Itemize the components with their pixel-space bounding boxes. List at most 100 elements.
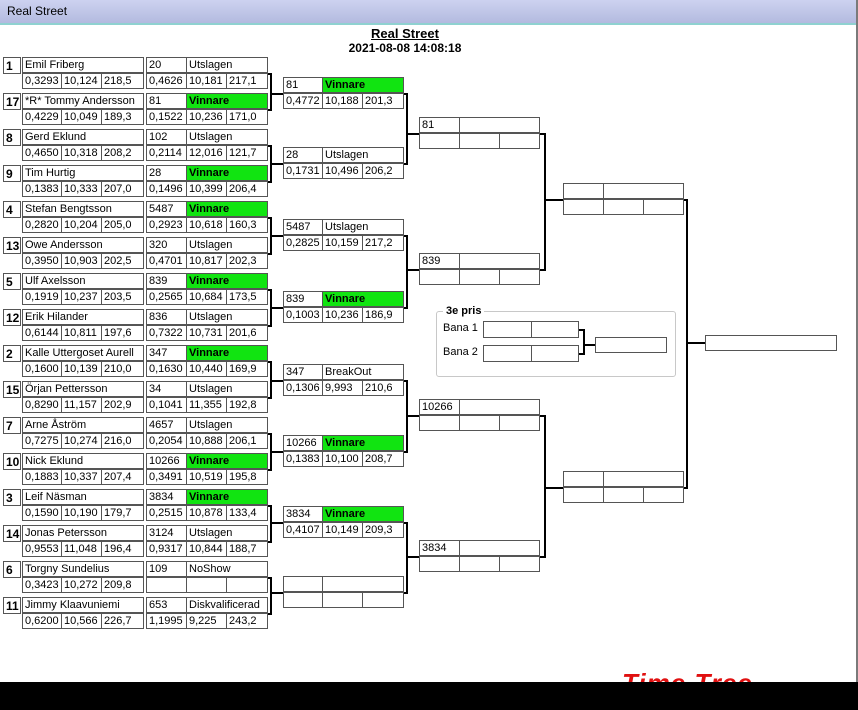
reaction-time: 0,4701 — [146, 253, 187, 269]
driver-name: Kalle Uttergoset Aurell — [22, 345, 144, 361]
brand-logo-text: Time Tree — [622, 668, 753, 682]
speed: 207,0 — [101, 181, 144, 197]
speed: 192,8 — [226, 397, 268, 413]
reaction-time: 0,2565 — [146, 289, 187, 305]
bracket-connector — [544, 415, 546, 558]
speed: 188,7 — [226, 541, 268, 557]
elapsed-time: 9,993 — [322, 380, 363, 396]
bracket-connector — [540, 133, 546, 135]
third-place-winner-slot — [595, 337, 667, 353]
speed: 202,9 — [101, 397, 144, 413]
winner-badge: Vinnare — [322, 77, 404, 93]
reaction-time: 0,2114 — [146, 145, 187, 161]
bracket-connector — [583, 344, 595, 346]
reaction-time: 0,1041 — [146, 397, 187, 413]
result-status: Utslagen — [186, 129, 268, 145]
elapsed-time: 10,888 — [186, 433, 227, 449]
seed-number: 13 — [3, 237, 21, 254]
bracket-connector — [406, 269, 420, 271]
speed: 209,3 — [362, 522, 404, 538]
driver-name: Ulf Axelsson — [22, 273, 144, 289]
driver-name: Arne Åström — [22, 417, 144, 433]
reaction-time: 0,3491 — [146, 469, 187, 485]
car-number: 5487 — [146, 201, 187, 217]
seed-number: 8 — [3, 129, 21, 146]
car-number: 28 — [283, 147, 324, 163]
elapsed-time: 12,016 — [186, 145, 227, 161]
elapsed-time: 10,817 — [186, 253, 227, 269]
reaction-time — [419, 556, 460, 572]
elapsed-time: 10,618 — [186, 217, 227, 233]
seed-number: 3 — [3, 489, 21, 506]
speed — [499, 415, 540, 431]
bracket-connector — [270, 380, 284, 382]
reaction-time: 0,9553 — [22, 541, 62, 557]
winner-badge: Vinnare — [322, 435, 404, 451]
elapsed-time: 10,204 — [61, 217, 102, 233]
car-number: 5487 — [283, 219, 324, 235]
elapsed-time: 10,139 — [61, 361, 102, 377]
car-number — [563, 471, 604, 487]
seed-number: 2 — [3, 345, 21, 362]
bracket-connector — [544, 487, 564, 489]
elapsed-time: 10,811 — [61, 325, 102, 341]
speed: 218,5 — [101, 73, 144, 89]
elapsed-time — [603, 199, 644, 215]
speed: 226,7 — [101, 613, 144, 629]
speed: 195,8 — [226, 469, 268, 485]
seed-number: 12 — [3, 309, 21, 326]
seed-number: 14 — [3, 525, 21, 542]
reaction-time — [419, 133, 460, 149]
reaction-time: 0,2054 — [146, 433, 187, 449]
speed: 201,3 — [362, 93, 404, 109]
reaction-time: 0,3293 — [22, 73, 62, 89]
driver-name: Emil Friberg — [22, 57, 144, 73]
speed: 208,2 — [101, 145, 144, 161]
elapsed-time: 10,272 — [61, 577, 102, 593]
speed: 121,7 — [226, 145, 268, 161]
elapsed-time: 10,274 — [61, 433, 102, 449]
car-number: 10266 — [146, 453, 187, 469]
result-status: Utslagen — [322, 147, 404, 163]
reaction-time: 1,1995 — [146, 613, 187, 629]
car-number: 20 — [146, 57, 187, 73]
elapsed-time: 10,237 — [61, 289, 102, 305]
speed: 216,0 — [101, 433, 144, 449]
seed-number: 17 — [3, 93, 21, 110]
driver-name: Leif Näsman — [22, 489, 144, 505]
winner-badge: Vinnare — [322, 291, 404, 307]
reaction-time: 0,4107 — [283, 522, 324, 538]
elapsed-time: 10,878 — [186, 505, 227, 521]
reaction-time — [419, 415, 460, 431]
car-number: 3834 — [146, 489, 187, 505]
result-status: Utslagen — [322, 219, 404, 235]
elapsed-time: 10,399 — [186, 181, 227, 197]
winner-badge: Vinnare — [186, 453, 268, 469]
speed: 243,2 — [226, 613, 268, 629]
elapsed-time: 10,049 — [61, 109, 102, 125]
bracket-connector — [540, 415, 546, 417]
driver-name: Jimmy Klaavuniemi — [22, 597, 144, 613]
driver-name: Owe Andersson — [22, 237, 144, 253]
elapsed-time: 10,188 — [322, 93, 363, 109]
reaction-time: 0,2515 — [146, 505, 187, 521]
speed: 210,0 — [101, 361, 144, 377]
elapsed-time: 10,519 — [186, 469, 227, 485]
result-status — [459, 399, 540, 415]
driver-name: Nick Eklund — [22, 453, 144, 469]
winner-badge: Vinnare — [186, 93, 268, 109]
reaction-time: 0,1522 — [146, 109, 187, 125]
elapsed-time: 10,190 — [61, 505, 102, 521]
speed — [499, 133, 540, 149]
speed: 208,7 — [362, 451, 404, 467]
car-number: 102 — [146, 129, 187, 145]
result-status — [603, 471, 684, 487]
driver-name: Torgny Sundelius — [22, 561, 144, 577]
car-number: 839 — [283, 291, 324, 307]
speed: 202,3 — [226, 253, 268, 269]
result-status: Utslagen — [186, 57, 268, 73]
speed — [643, 199, 684, 215]
speed: 206,1 — [226, 433, 268, 449]
car-number: 3124 — [146, 525, 187, 541]
result-status — [459, 117, 540, 133]
